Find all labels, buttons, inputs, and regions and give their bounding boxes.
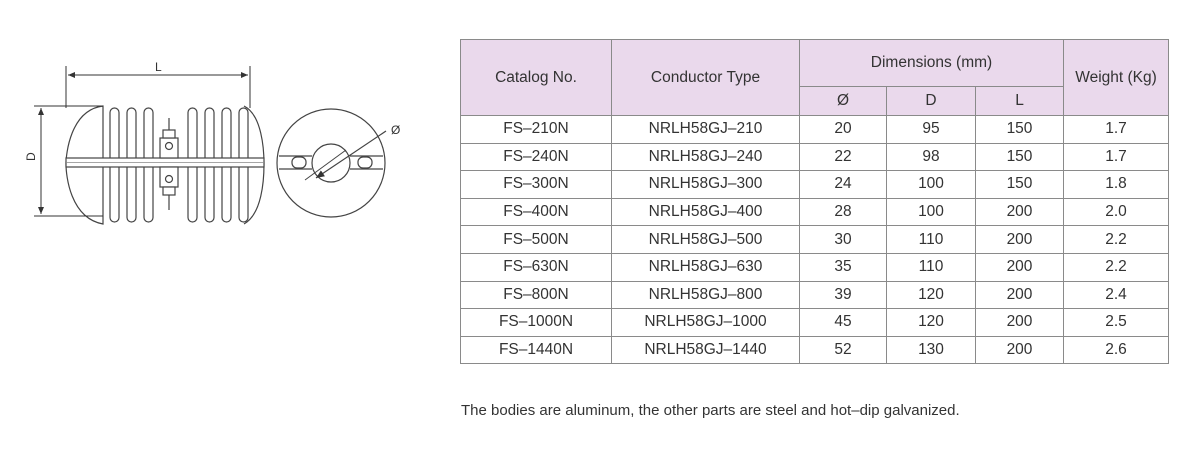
cell-conductor-type: NRLH58GJ–630 [611,252,800,282]
table-row: FS–800N NRLH58GJ–800 39 120 200 2.4 [460,280,1169,310]
cell-catalog-no: FS–300N [460,170,612,199]
header-catalog-no: Catalog No. [460,39,612,116]
side-view [65,105,265,225]
bolt-top [159,137,179,159]
cell-catalog-no: FS–210N [460,115,612,144]
technical-drawing: L D Ø [24,60,400,225]
cell-weight: 1.7 [1063,142,1169,172]
table-row: FS–400N NRLH58GJ–400 28 100 200 2.0 [460,197,1169,227]
cell-dim-d: 100 [886,197,976,227]
cell-dim-phi: 30 [799,225,887,254]
table-row: FS–210N NRLH58GJ–210 20 95 150 1.7 [460,115,1169,144]
cell-conductor-type: NRLH58GJ–400 [611,197,800,227]
end-view-bore [311,143,351,183]
cell-dim-phi: 39 [799,280,887,310]
table-row: FS–1000N NRLH58GJ–1000 45 120 200 2.5 [460,308,1169,337]
cell-conductor-type: NRLH58GJ–1440 [611,335,800,365]
material-note: The bodies are aluminum, the other parts… [461,402,960,419]
cell-dim-l: 200 [975,308,1064,337]
cell-conductor-type: NRLH58GJ–210 [611,115,800,144]
cell-dim-phi: 45 [799,308,887,337]
cell-dim-l: 200 [975,225,1064,254]
cell-catalog-no: FS–240N [460,142,612,172]
cell-dim-l: 150 [975,170,1064,199]
header-weight: Weight (Kg) [1063,39,1169,116]
cell-dim-phi: 28 [799,197,887,227]
table-row: FS–1440N NRLH58GJ–1440 52 130 200 2.6 [460,335,1169,365]
bolt-bottom [159,166,179,188]
cell-conductor-type: NRLH58GJ–300 [611,170,800,199]
cell-conductor-type: NRLH58GJ–800 [611,280,800,310]
dimension-l [65,66,251,108]
cell-dim-phi: 22 [799,142,887,172]
cell-weight: 1.7 [1063,115,1169,144]
cell-dim-d: 120 [886,308,976,337]
cell-catalog-no: FS–800N [460,280,612,310]
cell-catalog-no: FS–400N [460,197,612,227]
cell-dim-l: 200 [975,280,1064,310]
table-row: FS–630N NRLH58GJ–630 35 110 200 2.2 [460,252,1169,282]
cell-dim-d: 110 [886,225,976,254]
dimension-d-label: D [24,152,38,161]
table-row: FS–500N NRLH58GJ–500 30 110 200 2.2 [460,225,1169,254]
table-row: FS–240N NRLH58GJ–240 22 98 150 1.7 [460,142,1169,172]
cell-weight: 2.6 [1063,335,1169,365]
cell-catalog-no: FS–500N [460,225,612,254]
cell-catalog-no: FS–1000N [460,308,612,337]
header-dim-l: L [975,86,1064,116]
cell-dim-l: 150 [975,115,1064,144]
cell-dim-phi: 35 [799,252,887,282]
cell-conductor-type: NRLH58GJ–240 [611,142,800,172]
cell-dim-d: 130 [886,335,976,365]
header-conductor-type: Conductor Type [611,39,800,116]
cell-weight: 1.8 [1063,170,1169,199]
cell-dim-phi: 20 [799,115,887,144]
cell-weight: 2.4 [1063,280,1169,310]
dimension-d [34,105,103,217]
cell-dim-d: 95 [886,115,976,144]
cell-dim-l: 200 [975,335,1064,365]
cell-weight: 2.2 [1063,252,1169,282]
cell-weight: 2.0 [1063,197,1169,227]
dimension-l-label: L [155,60,162,74]
cell-weight: 2.2 [1063,225,1169,254]
cell-conductor-type: NRLH58GJ–500 [611,225,800,254]
cell-dim-l: 150 [975,142,1064,172]
cell-dim-d: 98 [886,142,976,172]
end-view-outer [276,108,386,218]
dimension-bore-label: Ø [391,123,400,137]
cell-dim-phi: 52 [799,335,887,365]
cell-dim-d: 100 [886,170,976,199]
cell-catalog-no: FS–1440N [460,335,612,365]
cell-dim-l: 200 [975,252,1064,282]
header-dim-d: D [886,86,976,116]
cell-dim-d: 120 [886,280,976,310]
header-dimensions: Dimensions (mm) [799,39,1064,87]
spec-table: Catalog No. Conductor Type Dimensions (m… [460,39,1169,365]
table-row: FS–300N NRLH58GJ–300 24 100 150 1.8 [460,170,1169,199]
cell-weight: 2.5 [1063,308,1169,337]
header-dim-phi: Ø [799,86,887,116]
cell-dim-l: 200 [975,197,1064,227]
cell-dim-d: 110 [886,252,976,282]
cell-conductor-type: NRLH58GJ–1000 [611,308,800,337]
cell-dim-phi: 24 [799,170,887,199]
cell-catalog-no: FS–630N [460,252,612,282]
end-view [276,108,387,218]
